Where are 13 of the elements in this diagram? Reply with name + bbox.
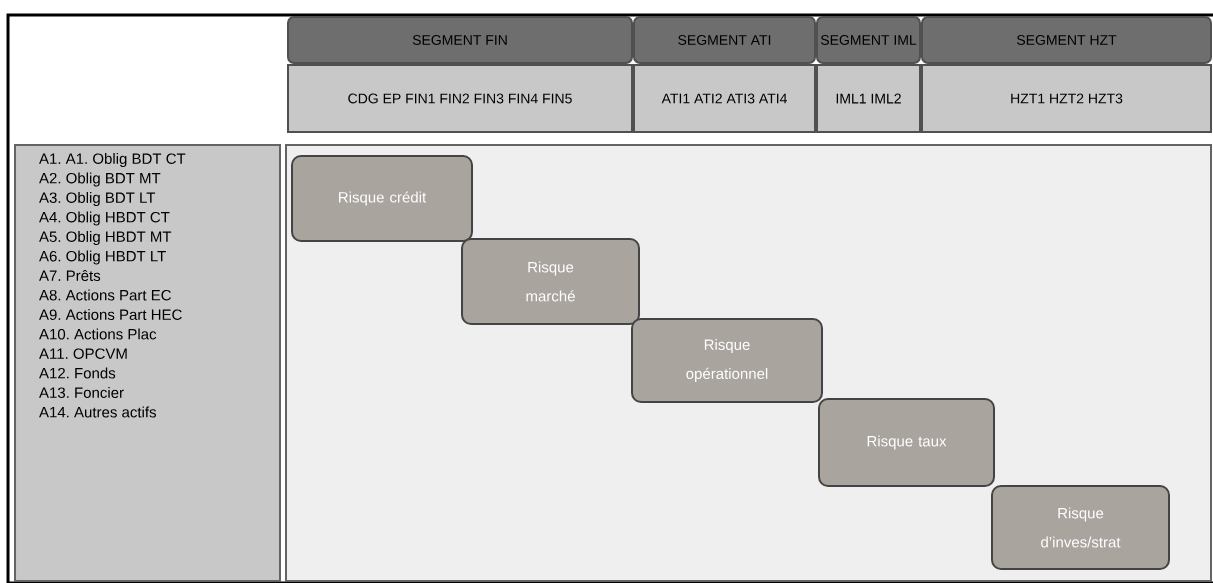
asset-list-panel: A1. A1. Oblig BDT CT A2. Oblig BDT MT A3. Oblig BDT LT A4. Oblig HBDT CT A5. Oblig HBDT MT A6. Oblig HBDT LT A7. Prêts A8. Actions Part EC A9. Actions Part HEC A10. Actions Plac A11. OPCVM A12. Fonds A13. Foncier A14. Autres actifs — [14, 144, 281, 582]
risk-box: Risque taux — [818, 398, 995, 487]
segment-cell: IML1 IML2 — [816, 64, 921, 133]
segment-header: SEGMENT IML — [816, 16, 921, 64]
segment-cell: ATI1 ATI2 ATI3 ATI4 — [633, 64, 816, 133]
segment-header: SEGMENT FIN — [287, 16, 633, 64]
risk-box: Risque marché — [461, 238, 640, 325]
segment-cell: CDG EP FIN1 FIN2 FIN3 FIN4 FIN5 — [287, 64, 633, 133]
risk-box: Risque crédit — [291, 155, 473, 242]
segment-header: SEGMENT HZT — [921, 16, 1212, 64]
risk-box: Risque d’inves/strat — [991, 485, 1170, 570]
segment-header: SEGMENT ATI — [633, 16, 816, 64]
risk-box: Risque opérationnel — [631, 318, 823, 403]
